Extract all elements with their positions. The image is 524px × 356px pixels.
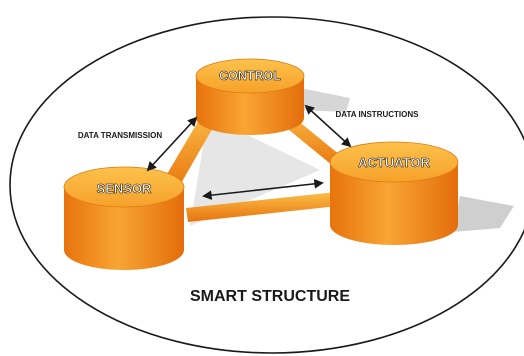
actuator-shadow [452,196,514,232]
node-actuator: ACTUATOR [329,141,459,245]
node-sensor: SENSOR [63,166,185,270]
boundary-ellipse [9,16,524,354]
arrow-sensor-control [146,116,198,172]
edge-label-data-transmission: DATA TRANSMISSION [78,131,163,140]
arrow-control-actuator [304,104,352,148]
node-actuator-label: ACTUATOR [358,155,430,170]
node-control-label: CONTROL [219,69,281,83]
diagram-title: SMART STRUCTURE [190,288,350,305]
control-shadow [296,88,350,112]
node-sensor-label: SENSOR [97,181,153,196]
node-control: CONTROL [195,58,305,135]
arrow-sensor-actuator [202,179,324,200]
edge-label-data-instructions: DATA INSTRUCTIONS [336,110,420,119]
